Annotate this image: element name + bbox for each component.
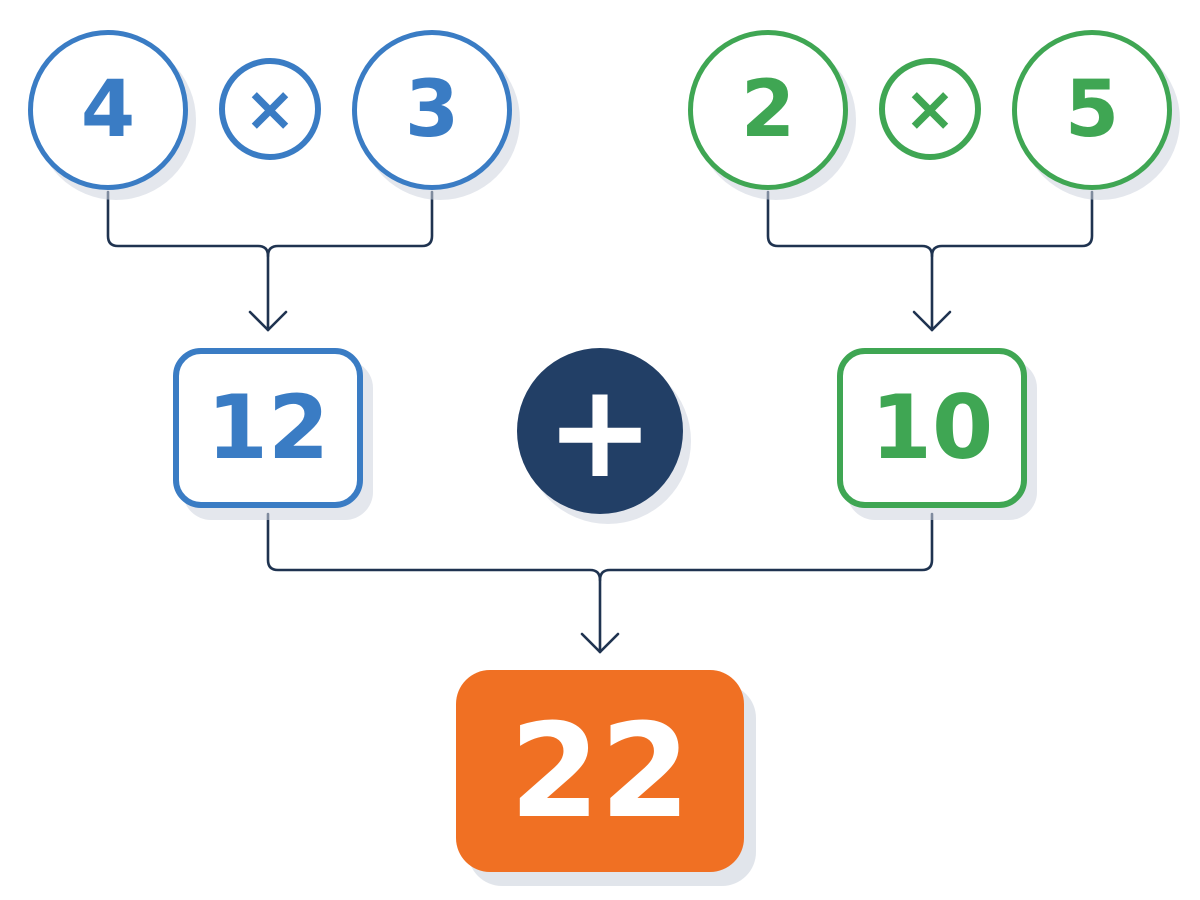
arrow-down-icon: [912, 310, 952, 332]
connector-right-operand-b: [930, 190, 1094, 258]
connector-left-product: [266, 512, 602, 654]
connector-left-operand-b: [266, 190, 434, 258]
right-operand-a: 2: [688, 30, 848, 190]
connector-right-product: [598, 512, 934, 582]
left-operand-a: 4: [28, 30, 188, 190]
right-product-box: 10: [837, 348, 1027, 508]
multiply-icon: ×: [219, 58, 321, 160]
result-box: 22: [456, 670, 744, 872]
connector-left-operands: [106, 190, 270, 332]
arrow-down-icon: [248, 310, 288, 332]
left-operand-b: 3: [352, 30, 512, 190]
left-product-box: 12: [173, 348, 363, 508]
right-operand-b: 5: [1012, 30, 1172, 190]
multiply-icon: ×: [879, 58, 981, 160]
connector-right-operands: [766, 190, 934, 332]
arrow-down-icon: [580, 632, 620, 654]
plus-icon: +: [517, 348, 683, 514]
